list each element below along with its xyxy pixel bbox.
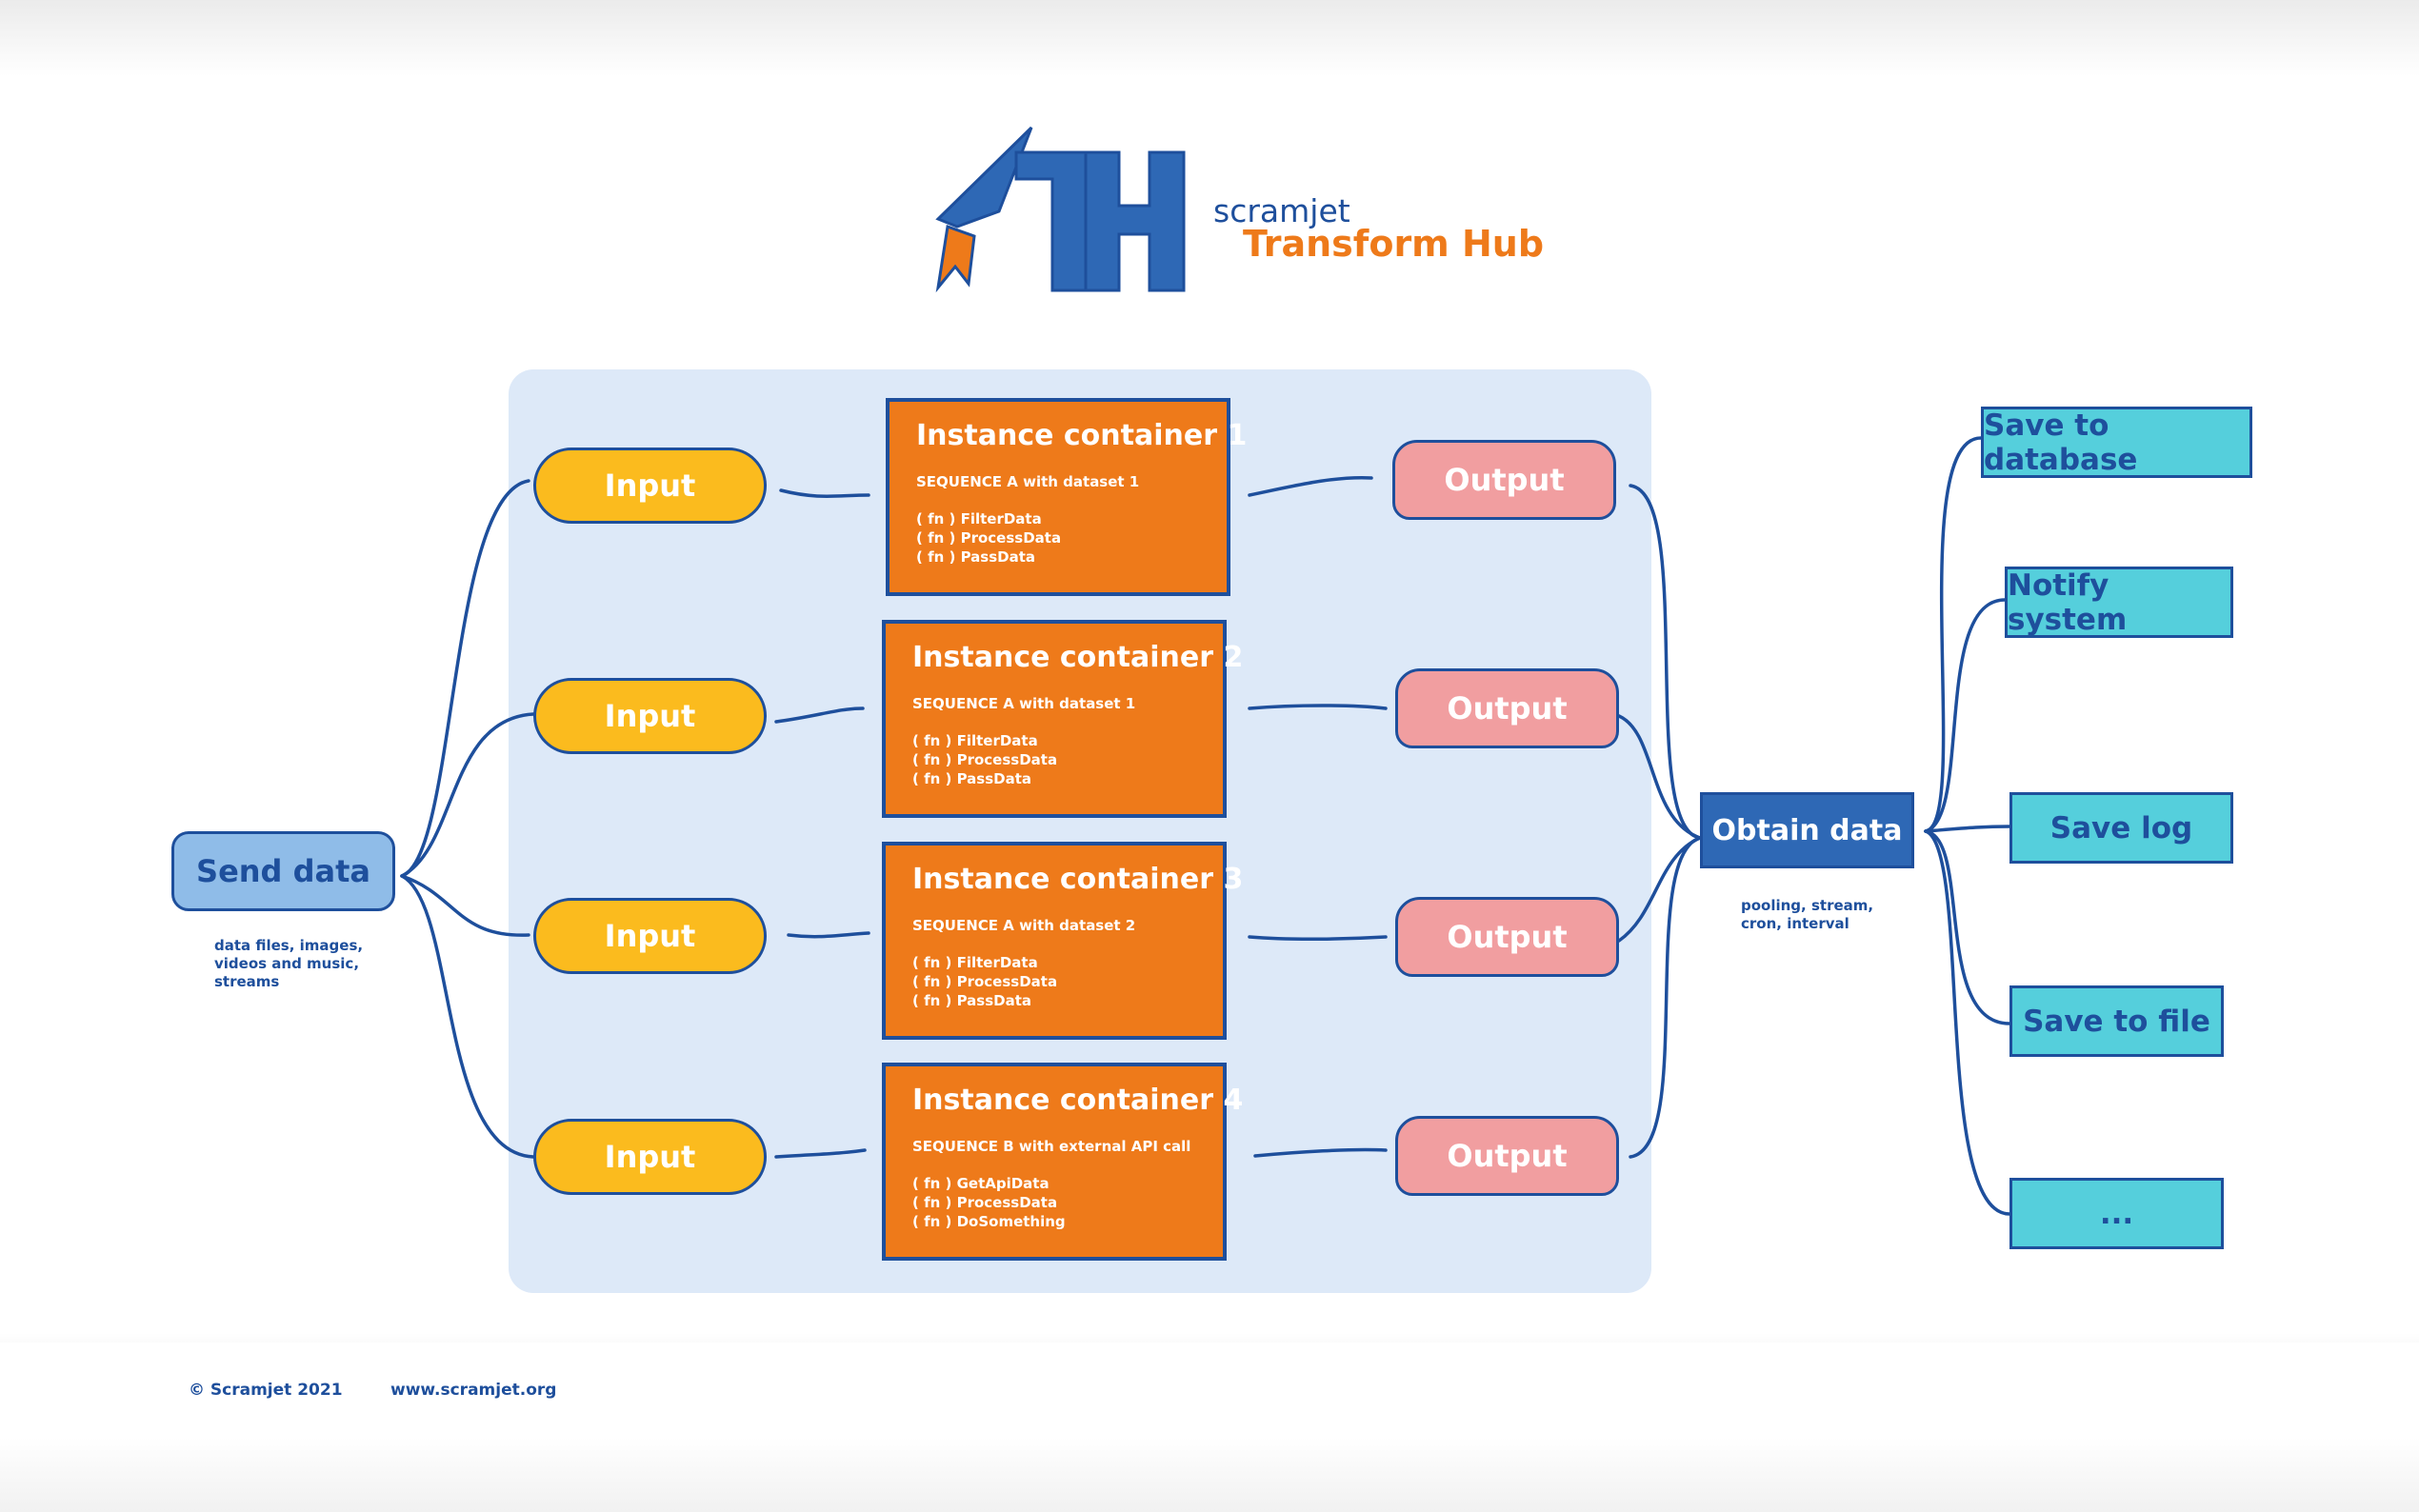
obtain-note-line-2: cron, interval: [1741, 915, 1849, 932]
wire-container-output-3: [1248, 935, 1388, 942]
footer-copyright: © Scramjet 2021: [189, 1381, 343, 1400]
instance-container-4[interactable]: Instance container 4 SEQUENCE B with ext…: [882, 1063, 1244, 1261]
container-function: ( fn ) FilterData: [912, 732, 1038, 749]
send-note-line-2: videos and music,: [214, 955, 360, 972]
container-function: ( fn ) ProcessData: [912, 751, 1058, 768]
container-sequence: SEQUENCE B with external API call: [912, 1138, 1191, 1155]
footer-website-link[interactable]: www.scramjet.org: [390, 1381, 557, 1400]
output-node-4[interactable]: Output: [1395, 1116, 1619, 1196]
transform-hub-logo-icon: [935, 126, 1186, 293]
wire-container-output-2: [1248, 704, 1388, 710]
instance-container-3[interactable]: Instance container 3 SEQUENCE A with dat…: [882, 842, 1244, 1040]
send-data-node[interactable]: Send data: [171, 831, 395, 911]
logo-brand-text: scramjet: [1213, 192, 1350, 229]
container-sequence: SEQUENCE A with dataset 1: [916, 473, 1140, 490]
send-note-line-3: streams: [214, 973, 280, 990]
container-function: ( fn ) PassData: [912, 770, 1032, 787]
wire-container-output-1: [1248, 475, 1373, 497]
top-shade: [0, 0, 2419, 76]
container-function: ( fn ) ProcessData: [916, 529, 1062, 547]
input-node-3[interactable]: Input: [533, 898, 767, 974]
bottom-strip: [0, 1438, 2419, 1512]
instance-container-1[interactable]: Instance container 1 SEQUENCE A with dat…: [886, 398, 1248, 596]
wire-obtain-dest-3: [1924, 825, 2011, 833]
wire-send-input-1: [400, 479, 530, 878]
wire-obtain-dest-5: [1924, 829, 2011, 1216]
obtain-data-note: pooling, stream, cron, interval: [1741, 897, 1873, 933]
container-function: ( fn ) DoSomething: [912, 1213, 1066, 1230]
wire-container-output-4: [1253, 1147, 1388, 1158]
wire-obtain-dest-2: [1924, 598, 2007, 833]
obtain-note-line-1: pooling, stream,: [1741, 897, 1874, 914]
wire-output-obtain-2: [1617, 714, 1702, 840]
wire-send-input-2: [400, 712, 535, 878]
container-function: ( fn ) GetApiData: [912, 1175, 1050, 1192]
input-node-4[interactable]: Input: [533, 1119, 767, 1195]
wire-send-input-3: [400, 874, 530, 937]
wire-input-container-2: [774, 706, 865, 724]
send-note-line-1: data files, images,: [214, 937, 364, 954]
save-to-file-node[interactable]: Save to file: [2009, 985, 2224, 1057]
save-log-node[interactable]: Save log: [2009, 792, 2233, 864]
output-node-1[interactable]: Output: [1392, 440, 1616, 520]
container-title: Instance container 4: [912, 1084, 1244, 1117]
notify-system-node[interactable]: Notify system: [2005, 567, 2233, 638]
container-function: ( fn ) FilterData: [912, 954, 1038, 971]
wire-output-obtain-3: [1617, 836, 1702, 943]
wire-input-container-4: [774, 1148, 867, 1159]
more-destinations-node[interactable]: ...: [2009, 1178, 2224, 1249]
obtain-data-node[interactable]: Obtain data: [1700, 792, 1914, 868]
container-function: ( fn ) ProcessData: [912, 973, 1058, 990]
wire-send-input-4: [400, 874, 535, 1159]
wire-output-obtain-1: [1629, 484, 1702, 840]
output-node-3[interactable]: Output: [1395, 897, 1619, 977]
container-title: Instance container 3: [912, 863, 1244, 896]
container-function: ( fn ) FilterData: [916, 510, 1042, 527]
logo-product-text: Transform Hub: [1243, 223, 1545, 265]
container-function: ( fn ) PassData: [916, 548, 1036, 566]
container-sequence: SEQUENCE A with dataset 1: [912, 695, 1136, 712]
wire-obtain-dest-1: [1924, 436, 1983, 833]
wire-input-container-1: [779, 488, 870, 498]
input-node-1[interactable]: Input: [533, 448, 767, 524]
save-to-database-node[interactable]: Save to database: [1981, 407, 2252, 478]
container-function: ( fn ) PassData: [912, 992, 1032, 1009]
output-node-2[interactable]: Output: [1395, 668, 1619, 748]
wire-output-obtain-4: [1629, 836, 1702, 1159]
wire-input-container-3: [787, 931, 870, 939]
wire-obtain-dest-4: [1924, 829, 2011, 1025]
container-sequence: SEQUENCE A with dataset 2: [912, 917, 1136, 934]
instance-container-2[interactable]: Instance container 2 SEQUENCE A with dat…: [882, 620, 1244, 818]
input-node-2[interactable]: Input: [533, 678, 767, 754]
container-function: ( fn ) ProcessData: [912, 1194, 1058, 1211]
container-title: Instance container 1: [916, 419, 1248, 452]
send-data-note: data files, images, videos and music, st…: [214, 937, 363, 991]
container-title: Instance container 2: [912, 641, 1244, 674]
footer-band: [0, 1343, 2419, 1438]
